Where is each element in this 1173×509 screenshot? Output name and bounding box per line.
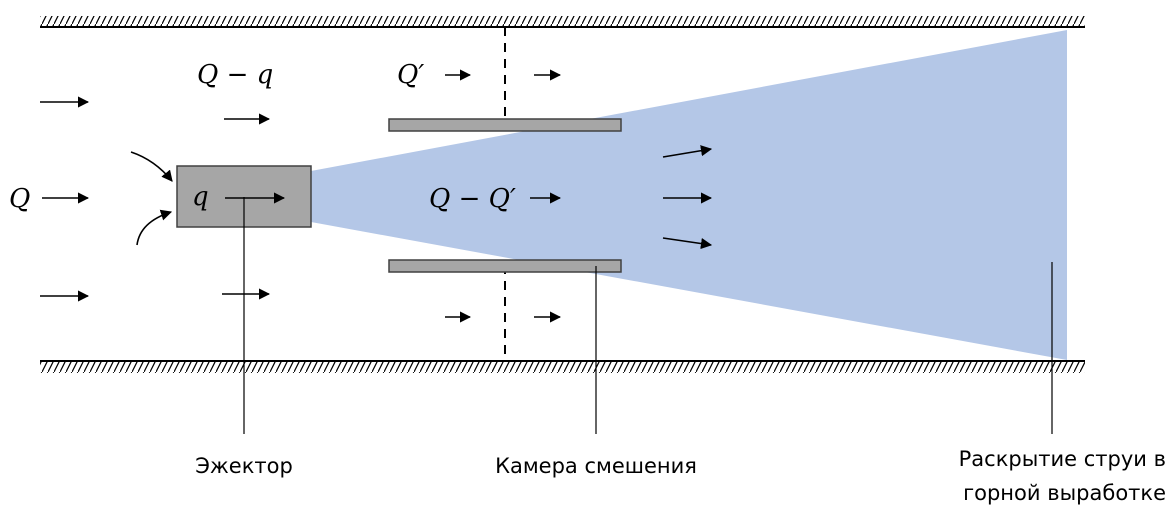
suction-arrow-top [130,151,173,182]
chamber-plate-top [388,118,622,132]
suction-arrow-bottom [136,209,173,246]
bottom-wall [40,360,1085,373]
caption-jet-opening-line1: Раскрытие струи в [959,447,1166,471]
caption-mixing-chamber: Камера смешения [495,454,697,478]
leader-lines [243,197,1053,434]
suction-arrows [130,151,173,246]
chamber-plate-bottom [388,259,622,273]
label-q-minus-q-prime: Q − Q′ [429,184,516,214]
flow-arrows [40,69,713,323]
flow-arrow [662,237,713,250]
top-wall [40,16,1085,28]
flow-arrow [662,145,713,158]
caption-jet-opening-line2: горной выработке [963,481,1166,505]
caption-ejector: Эжектор [195,454,293,478]
label-q-in: Q [9,184,30,214]
label-q-minus-small-q: Q − q [197,60,273,90]
jet-cone [311,30,1067,360]
label-q-small: q [192,182,209,212]
label-q-prime: Q′ [397,60,424,90]
